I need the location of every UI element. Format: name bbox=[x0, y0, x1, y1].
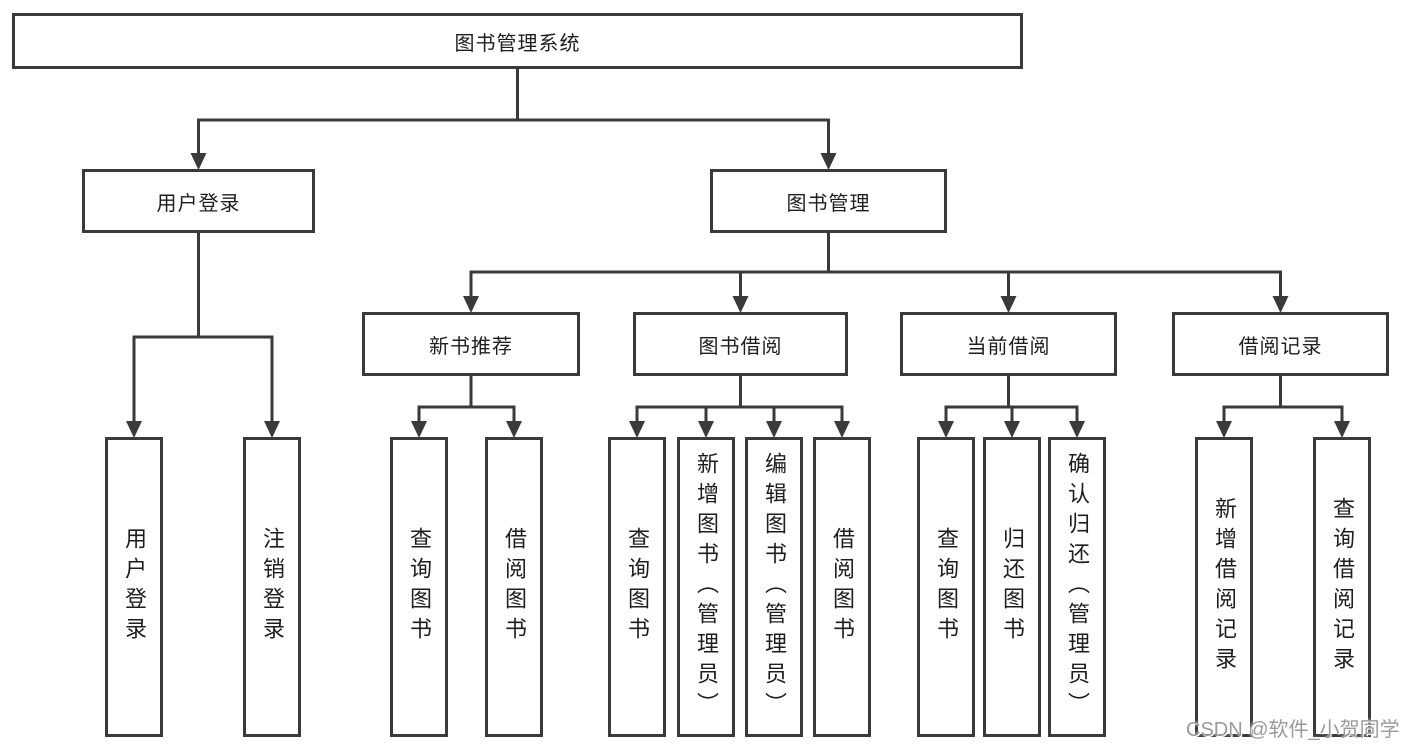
node-label: 查询图书 bbox=[625, 527, 650, 647]
node-label: 借阅图书 bbox=[502, 527, 527, 647]
node-current-borrow: 当前借阅 bbox=[900, 312, 1117, 376]
node-label: 查询借阅记录 bbox=[1330, 497, 1355, 677]
node-rec-query-book: 查询图书 bbox=[390, 437, 448, 737]
node-label: 用户登录 bbox=[156, 192, 241, 215]
node-borrow-records: 借阅记录 bbox=[1172, 312, 1389, 376]
node-new-book-rec: 新书推荐 bbox=[362, 312, 580, 376]
node-bb-query-book: 查询图书 bbox=[608, 437, 666, 737]
node-label: 图书管理 bbox=[786, 192, 871, 215]
node-cb-query-book: 查询图书 bbox=[917, 437, 975, 737]
node-br-add-record: 新增借阅记录 bbox=[1195, 437, 1253, 737]
node-label: 查询图书 bbox=[934, 527, 959, 647]
node-label: 借阅记录 bbox=[1238, 335, 1323, 358]
node-label: 当前借阅 bbox=[966, 335, 1051, 358]
node-label: 新书推荐 bbox=[429, 335, 513, 358]
watermark: CSDN @软件_小贺同学 bbox=[1186, 719, 1400, 741]
node-book-mgmt: 图书管理 bbox=[710, 169, 947, 233]
node-label: 新增图书（管理员） bbox=[694, 452, 719, 722]
node-bb-add-book: 新增图书（管理员） bbox=[677, 437, 735, 737]
node-label: 图书管理系统 bbox=[454, 32, 581, 55]
node-logout: 注销登录 bbox=[243, 437, 301, 737]
node-label: 查询图书 bbox=[407, 527, 432, 647]
node-bb-edit-book: 编辑图书（管理员） bbox=[745, 437, 803, 737]
node-rec-borrow-book: 借阅图书 bbox=[485, 437, 543, 737]
node-label: 确认归还（管理员） bbox=[1065, 452, 1090, 722]
node-label: 编辑图书（管理员） bbox=[762, 452, 787, 722]
node-label: 用户登录 bbox=[122, 527, 147, 647]
node-bb-borrow-book: 借阅图书 bbox=[813, 437, 871, 737]
node-user-login: 用户登录 bbox=[105, 437, 163, 737]
node-cb-return-book: 归还图书 bbox=[983, 437, 1041, 737]
node-label: 新增借阅记录 bbox=[1212, 497, 1237, 677]
node-root: 图书管理系统 bbox=[12, 13, 1023, 69]
node-label: 归还图书 bbox=[1000, 527, 1025, 647]
node-book-borrow: 图书借阅 bbox=[633, 312, 848, 376]
node-label: 图书借阅 bbox=[698, 335, 783, 358]
node-cb-confirm-return: 确认归还（管理员） bbox=[1048, 437, 1106, 737]
node-label: 借阅图书 bbox=[830, 527, 855, 647]
node-label: 注销登录 bbox=[260, 527, 285, 647]
node-br-query-record: 查询借阅记录 bbox=[1313, 437, 1371, 737]
node-user-login-group: 用户登录 bbox=[82, 169, 315, 233]
